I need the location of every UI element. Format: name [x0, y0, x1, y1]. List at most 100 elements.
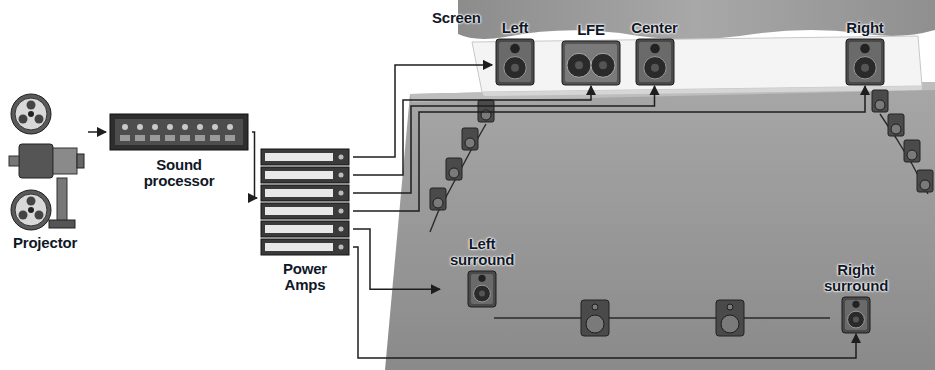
- sub-icon: [575, 61, 583, 69]
- surround-speaker-group: Right surround: [812, 262, 900, 334]
- processor-icon: [210, 135, 220, 141]
- speaker-icon: [650, 44, 660, 54]
- surround-wiring: [430, 114, 928, 318]
- surround-speaker-group: Left surround: [440, 236, 524, 308]
- amps-icon: [261, 149, 349, 165]
- surround-speaker: [917, 170, 933, 192]
- screen-band: ScreenLeftLFECenterRight: [430, 0, 935, 95]
- speaker-icon: [639, 42, 671, 82]
- surround-icon: [468, 271, 496, 307]
- surround-icon: [474, 285, 491, 302]
- projector-icon: [27, 197, 36, 206]
- processor-icon: [165, 135, 175, 141]
- node-label: Power Amps: [274, 261, 336, 293]
- projector-icon: [15, 194, 47, 226]
- node-label: Left: [502, 20, 529, 36]
- processor-icon: [137, 124, 143, 130]
- speaker-icon: [510, 44, 520, 54]
- speaker-cone: [449, 168, 459, 178]
- sub-icon: [599, 61, 607, 69]
- amps-icon: [339, 245, 344, 250]
- processor-icon: [225, 135, 235, 141]
- amps-icon: [265, 243, 333, 251]
- projector-icon: [5, 92, 85, 232]
- surround-speaker: [462, 128, 478, 150]
- speaker-icon: [860, 44, 870, 54]
- speaker-icon: [511, 64, 519, 72]
- auditorium-floor: [385, 82, 935, 370]
- signal-wire: [88, 131, 106, 133]
- projector: Projector: [2, 92, 88, 251]
- projector-icon: [35, 115, 44, 124]
- screen-speaker: Center: [628, 20, 681, 86]
- projector-icon: [19, 115, 28, 124]
- processor-icon: [197, 124, 203, 130]
- surround-icon: [842, 297, 870, 333]
- processor-icon: [212, 124, 218, 130]
- screen-curtain: [458, 0, 935, 39]
- speaker-cone: [465, 138, 475, 148]
- sound-processor: Sound processor: [106, 110, 252, 189]
- amps-icon: [261, 185, 349, 201]
- amps-icon: [261, 239, 349, 255]
- speaker-cone: [875, 100, 885, 110]
- speaker-icon: [849, 42, 881, 82]
- speaker-icon: [495, 38, 535, 86]
- amps-icon: [265, 153, 333, 161]
- processor-icon: [167, 124, 173, 130]
- amps-icon: [339, 173, 344, 178]
- processor-icon: [227, 124, 233, 130]
- projector-icon: [77, 154, 84, 168]
- projector-icon: [28, 111, 34, 117]
- surround-icon: [841, 296, 871, 334]
- sub-icon: [591, 53, 615, 77]
- surround-speaker: [581, 300, 609, 336]
- surround-speaker: [716, 300, 744, 336]
- surround-icon: [467, 270, 497, 308]
- processor-icon: [152, 124, 158, 130]
- amps-icon: [339, 209, 344, 214]
- speaker-cone: [920, 180, 930, 190]
- signal-wire: [353, 229, 440, 289]
- node-label: Right surround: [815, 262, 897, 294]
- amps-icon: [261, 167, 349, 183]
- surround-speaker: [430, 90, 933, 336]
- speaker-cone: [433, 100, 930, 333]
- processor-icon: [180, 135, 190, 141]
- projector-icon: [53, 148, 77, 174]
- projector-icon: [35, 211, 44, 220]
- projector-icon: [11, 94, 51, 134]
- node-label: LFE: [577, 22, 605, 38]
- surround-speaker: [446, 158, 462, 180]
- surround-wiring: [494, 317, 830, 318]
- subwoofer: LFE: [558, 22, 624, 86]
- speaker-stage: [472, 36, 922, 92]
- processor-icon: [110, 114, 248, 150]
- power-amp-rack: Power Amps: [257, 148, 353, 293]
- projector-icon: [57, 178, 67, 222]
- signal-wire: [353, 247, 856, 358]
- signal-wire: [353, 86, 591, 175]
- projector-icon: [19, 211, 28, 220]
- speaker-cone: [721, 315, 739, 333]
- surround-icon: [471, 274, 493, 304]
- speaker-stage: [482, 86, 922, 96]
- processor-icon: [195, 135, 205, 141]
- surround-icon: [478, 275, 485, 282]
- surround-speaker: [904, 140, 920, 162]
- projector-icon: [11, 190, 51, 230]
- speaker-icon: [643, 57, 665, 79]
- processor-icon: [150, 135, 160, 141]
- node-label: Projector: [13, 235, 77, 251]
- speaker-cone: [433, 198, 443, 208]
- screen-speaker: Left: [492, 20, 538, 86]
- amps-icon: [265, 207, 333, 215]
- amps-icon: [265, 171, 333, 179]
- processor-icon: [120, 135, 130, 141]
- amps-icon: [260, 148, 350, 258]
- processor-icon: [115, 119, 243, 145]
- surround-icon: [479, 291, 485, 297]
- sub-icon: [561, 40, 621, 86]
